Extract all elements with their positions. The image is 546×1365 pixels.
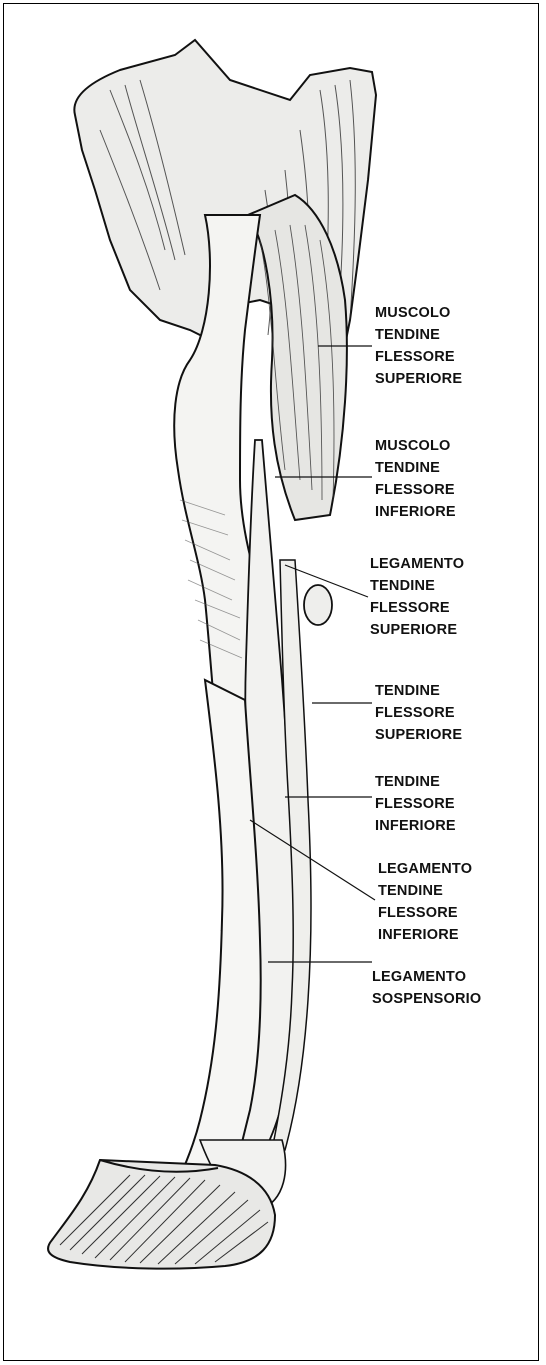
accessory-carpal <box>304 585 332 625</box>
hoof <box>48 1160 275 1269</box>
